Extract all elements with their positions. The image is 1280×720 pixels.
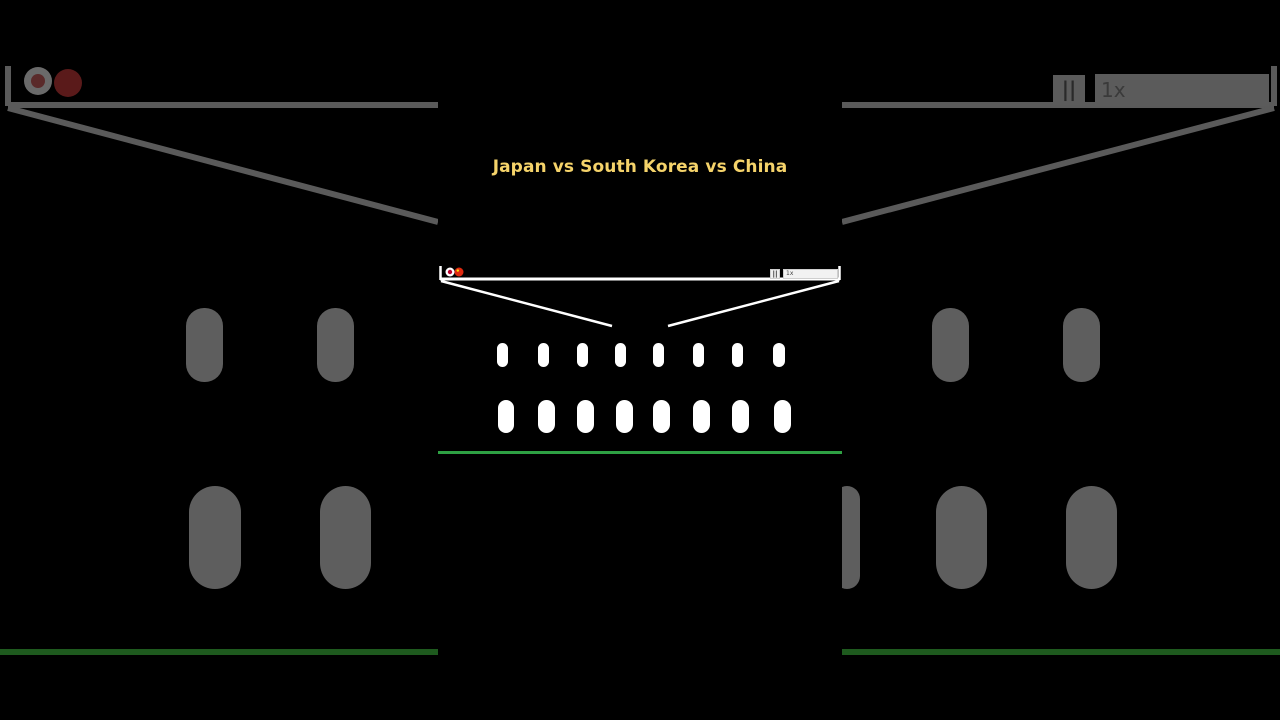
blur-peg: [936, 486, 987, 589]
blur-peg: [1063, 308, 1100, 382]
china-flag-icon: [454, 267, 464, 277]
peg: [498, 400, 514, 433]
blur-peg: [189, 486, 241, 589]
peg-row-2: [498, 400, 791, 433]
blurred-game-right: [842, 66, 1280, 655]
ground-line: [438, 451, 842, 454]
japan-flag-icon: [445, 267, 455, 277]
peg: [538, 343, 549, 367]
blurred-background-right: || 1x: [842, 0, 1280, 720]
blur-funnel-line: [7, 105, 438, 225]
peg: [693, 343, 704, 367]
peg: [497, 343, 508, 367]
blur-peg: [317, 308, 354, 382]
peg: [732, 343, 743, 367]
funnel-right: [667, 279, 840, 328]
blur-peg: [932, 308, 969, 382]
blurred-pause-button: ||: [1053, 75, 1085, 105]
peg: [732, 400, 749, 433]
funnel-left: [440, 279, 613, 328]
game-board: [438, 266, 842, 454]
peg: [616, 400, 633, 433]
blur-peg: [186, 308, 223, 382]
blur-peg: [1066, 486, 1117, 589]
blur-peg: [320, 486, 371, 589]
video-title: Japan vs South Korea vs China: [492, 157, 788, 177]
blurred-game-left: [0, 66, 438, 655]
peg: [577, 343, 588, 367]
blur-ground: [842, 649, 1280, 655]
peg: [538, 400, 555, 433]
pause-button[interactable]: ||: [770, 269, 780, 279]
peg: [774, 400, 791, 433]
blurred-background-left: [0, 0, 438, 720]
blur-funnel-line: [842, 105, 1275, 225]
blur-ground: [0, 649, 438, 655]
speed-select[interactable]: 1x: [783, 269, 838, 279]
game-viewport: Japan vs South Korea vs China: [438, 0, 842, 720]
blur-peg: [842, 486, 860, 589]
china-flag-icon: [54, 69, 82, 97]
peg-row-1: [497, 343, 785, 367]
peg: [693, 400, 710, 433]
peg: [653, 343, 664, 367]
peg: [773, 343, 785, 367]
peg: [653, 400, 670, 433]
peg: [615, 343, 626, 367]
peg: [577, 400, 594, 433]
blurred-speed-select: 1x: [1095, 74, 1269, 106]
